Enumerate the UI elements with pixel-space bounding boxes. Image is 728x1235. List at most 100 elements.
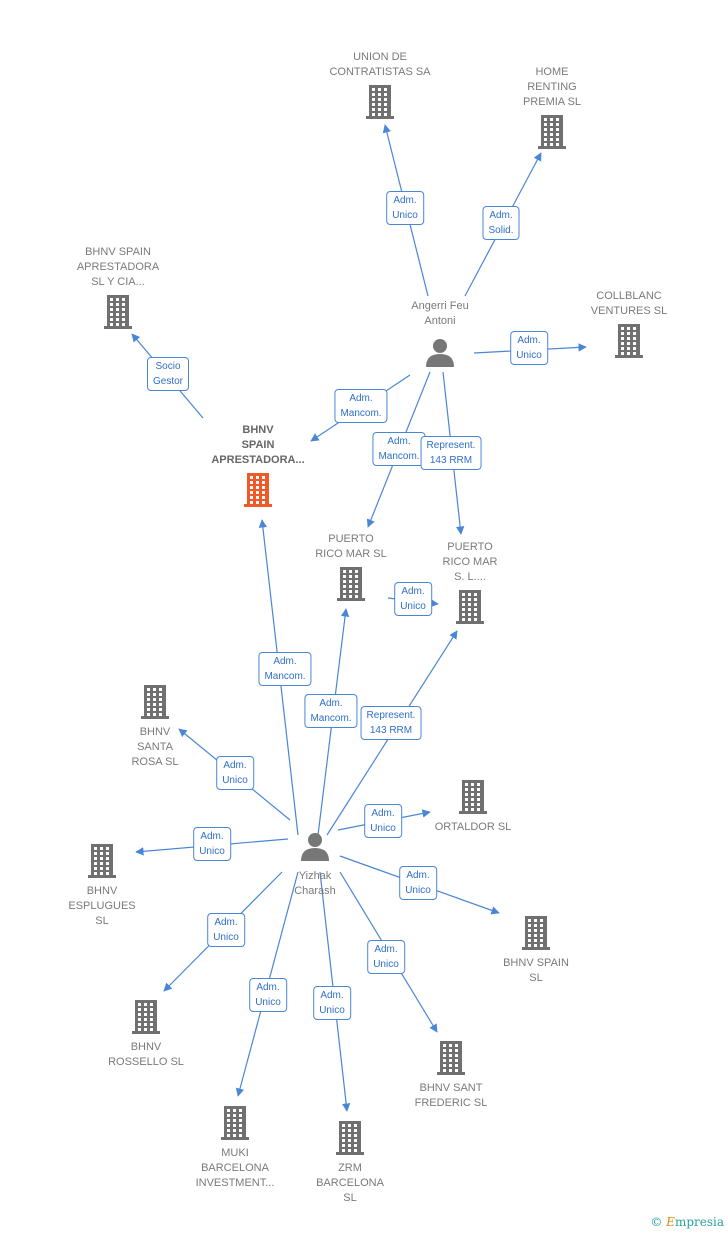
edge-label-angerri-to-home[interactable]: Adm. Solid.: [482, 206, 520, 240]
building-window: [343, 595, 346, 598]
building-window: [94, 872, 97, 875]
building-window: [227, 1119, 230, 1122]
node-label-ortaldor[interactable]: ORTALDOR SL: [434, 821, 512, 833]
building-window: [477, 798, 480, 801]
building-window: [477, 788, 480, 791]
node-label-santfrederic[interactable]: BHNV SANT FREDERIC SL: [414, 1082, 488, 1109]
building-icon-santarosa[interactable]: [141, 685, 169, 719]
building-window: [468, 613, 471, 616]
empresia-footer[interactable]: © Empresia: [650, 1215, 724, 1229]
edge-label-yizhak-to-muki[interactable]: Adm. Unico: [249, 978, 287, 1012]
node-label-home[interactable]: HOME RENTING PREMIA SL: [522, 66, 582, 108]
building-window: [384, 103, 387, 106]
node-label-angerri[interactable]: Angerri Feu Antoni: [411, 300, 469, 327]
building-window: [153, 708, 156, 711]
building-window: [150, 1018, 153, 1021]
edge-label-yizhak-to-zrm[interactable]: Adm. Unico: [313, 986, 351, 1020]
building-icon-zrm[interactable]: [336, 1121, 364, 1155]
building-window: [106, 862, 109, 865]
node-label-bhnvspain[interactable]: BHNV SPAIN SL: [503, 957, 569, 984]
building-icon-home[interactable]: [538, 115, 566, 149]
edge-label-yizhak-to-puerto1[interactable]: Adm. Mancom.: [304, 694, 358, 728]
building-window: [250, 496, 253, 499]
building-icon-ortaldor[interactable]: [459, 780, 487, 814]
node-label-bhnv_apr_cia[interactable]: BHNV SPAIN APRESTADORA SL Y CIA...: [76, 246, 160, 288]
building-icon-puerto2[interactable]: [456, 590, 484, 624]
building-window: [144, 1003, 147, 1006]
edge-label-yizhak-to-esplugues[interactable]: Adm. Unico: [193, 827, 231, 861]
building-window: [449, 1064, 452, 1067]
building-icon-bhnvspain[interactable]: [522, 916, 550, 950]
node-label-muki[interactable]: MUKI BARCELONA INVESTMENT...: [195, 1147, 275, 1189]
node-label-yizhak[interactable]: Yizhak Charash: [294, 870, 336, 897]
building-window: [465, 793, 468, 796]
building-icon-santfrederic[interactable]: [437, 1041, 465, 1075]
building-icon-rossello[interactable]: [132, 1000, 160, 1034]
building-window: [239, 1124, 242, 1127]
node-label-puerto2[interactable]: PUERTO RICO MAR S. L....: [442, 541, 498, 583]
building-window: [534, 929, 537, 932]
edge-label-main-to-bhnv_apr_cia[interactable]: Socio Gestor: [146, 357, 190, 391]
building-window: [540, 944, 543, 947]
building-window: [550, 118, 553, 121]
building-base: [221, 1137, 249, 1140]
building-window: [349, 585, 352, 588]
edge-label-yizhak-to-bhnvspain[interactable]: Adm. Unico: [399, 866, 437, 900]
node-label-zrm[interactable]: ZRM BARCELONA SL: [316, 1162, 384, 1204]
building-window: [474, 613, 477, 616]
building-icon-muki[interactable]: [221, 1106, 249, 1140]
edge-label-yizhak-to-rossello[interactable]: Adm. Unico: [207, 913, 245, 947]
building-window: [550, 128, 553, 131]
person-icon-angerri[interactable]: [426, 339, 454, 367]
node-label-union[interactable]: UNION DE CONTRATISTAS SA: [329, 51, 431, 78]
building-window: [443, 1059, 446, 1062]
building-window: [544, 133, 547, 136]
building-icon-esplugues[interactable]: [88, 844, 116, 878]
node-label-puerto1[interactable]: PUERTO RICO MAR SL: [315, 533, 387, 560]
node-label-rossello[interactable]: BHNV ROSSELLO SL: [108, 1041, 184, 1068]
building-window: [384, 93, 387, 96]
building-icon-bhnv_apr_cia[interactable]: [104, 295, 132, 329]
edge-label-puerto1-to-puerto2[interactable]: Adm. Unico: [394, 582, 432, 616]
building-window: [443, 1049, 446, 1052]
building-window: [471, 808, 474, 811]
node-label-main[interactable]: BHNV SPAIN APRESTADORA...: [211, 424, 305, 466]
building-window: [147, 703, 150, 706]
building-window: [122, 318, 125, 321]
building-window: [153, 698, 156, 701]
building-window: [354, 1139, 357, 1142]
node-label-santarosa[interactable]: BHNV SANTA ROSA SL: [131, 726, 179, 768]
person-icon-yizhak[interactable]: [301, 833, 329, 861]
node-label-esplugues[interactable]: BHNV ESPLUGUES SL: [68, 885, 136, 927]
building-window: [550, 133, 553, 136]
edge-label-angerri-to-puerto2[interactable]: Represent. 143 RRM: [420, 436, 482, 470]
edge-label-angerri-to-main[interactable]: Adm. Mancom.: [334, 389, 388, 423]
building-window: [550, 123, 553, 126]
building-window: [621, 327, 624, 330]
edge-label-angerri-to-union[interactable]: Adm. Unico: [386, 191, 424, 225]
edge-label-angerri-to-collblanc[interactable]: Adm. Unico: [510, 331, 548, 365]
building-icon-main[interactable]: [244, 473, 272, 507]
edge-label-yizhak-to-puerto2[interactable]: Represent. 143 RRM: [360, 706, 422, 740]
building-window: [147, 688, 150, 691]
edge-label-yizhak-to-main[interactable]: Adm. Mancom.: [258, 652, 312, 686]
building-window: [449, 1059, 452, 1062]
building-window: [144, 1013, 147, 1016]
building-window: [227, 1114, 230, 1117]
building-icon-puerto1[interactable]: [337, 567, 365, 601]
building-window: [106, 872, 109, 875]
edge-label-yizhak-to-santfrederic[interactable]: Adm. Unico: [367, 940, 405, 974]
building-icon-collblanc[interactable]: [615, 324, 643, 358]
building-window: [474, 618, 477, 621]
building-window: [372, 103, 375, 106]
edge-label-angerri-to-puerto1[interactable]: Adm. Mancom.: [372, 432, 426, 466]
building-base: [104, 326, 132, 329]
building-window: [621, 337, 624, 340]
building-icon-union[interactable]: [366, 85, 394, 119]
node-label-collblanc[interactable]: COLLBLANC VENTURES SL: [590, 290, 668, 317]
building-window: [462, 598, 465, 601]
edge-label-yizhak-to-santarosa[interactable]: Adm. Unico: [216, 756, 254, 790]
building-base: [337, 598, 365, 601]
edge-label-yizhak-to-ortaldor[interactable]: Adm. Unico: [364, 804, 402, 838]
building-window: [621, 342, 624, 345]
